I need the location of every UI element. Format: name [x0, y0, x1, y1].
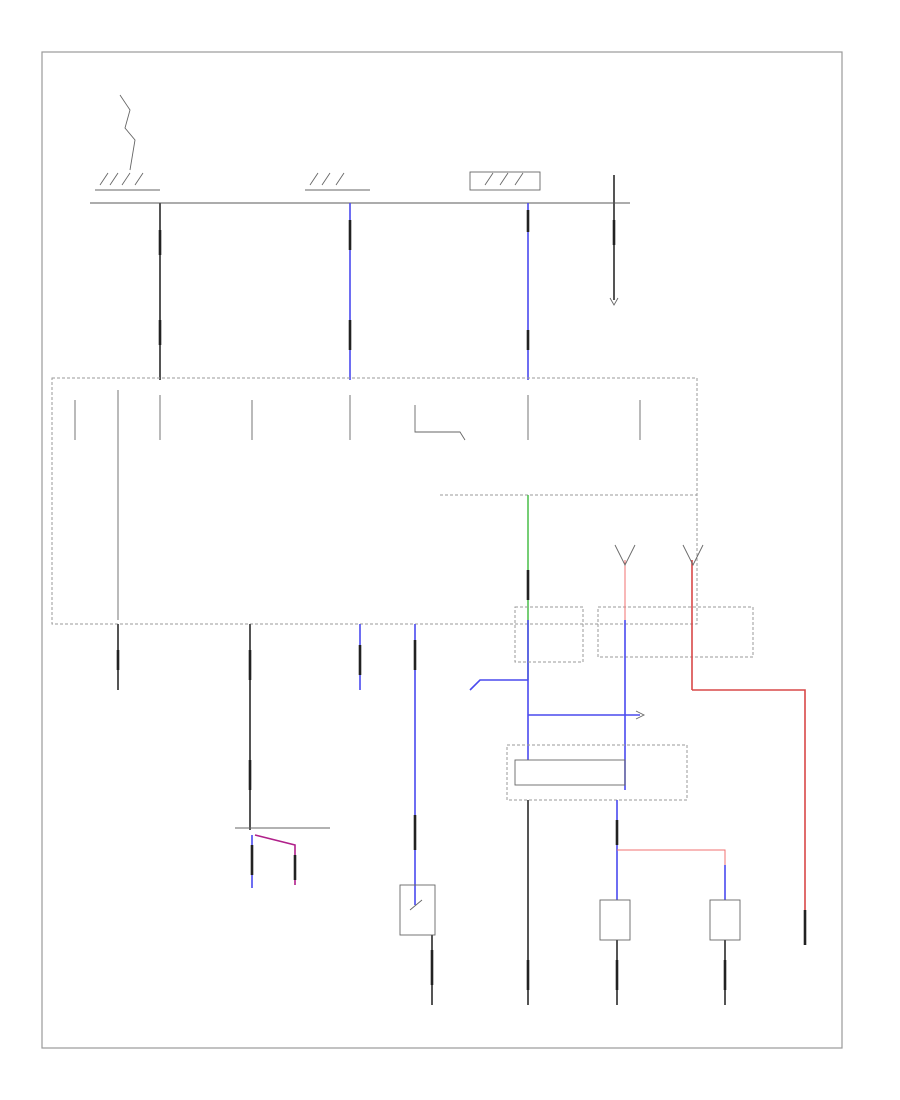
fuse-symbol-2	[305, 172, 370, 191]
red-cross-wire	[617, 849, 726, 900]
block-fuses	[74, 390, 641, 620]
arrow-down-icon	[609, 297, 619, 306]
switch-box	[399, 884, 436, 936]
red-wire-c	[692, 689, 806, 945]
header-lead	[119, 94, 136, 171]
connector-v-icon-2	[682, 544, 704, 567]
magenta-wire	[254, 834, 296, 885]
relay-coil	[514, 759, 626, 786]
junction-block	[51, 377, 698, 625]
left-branch-wire	[469, 679, 528, 691]
switch-box-3	[709, 899, 741, 941]
relay-box	[506, 744, 688, 801]
arrow-right-icon	[635, 710, 646, 720]
fuse-symbol-3	[469, 171, 541, 191]
fuse-symbol-1	[95, 172, 160, 191]
connector-box-1	[514, 606, 584, 663]
switch-contact	[409, 899, 423, 911]
switch-box-2	[599, 899, 631, 941]
connector-box-2	[597, 606, 754, 658]
connector-v-icon	[614, 544, 636, 567]
diagram-frame	[41, 51, 843, 1049]
